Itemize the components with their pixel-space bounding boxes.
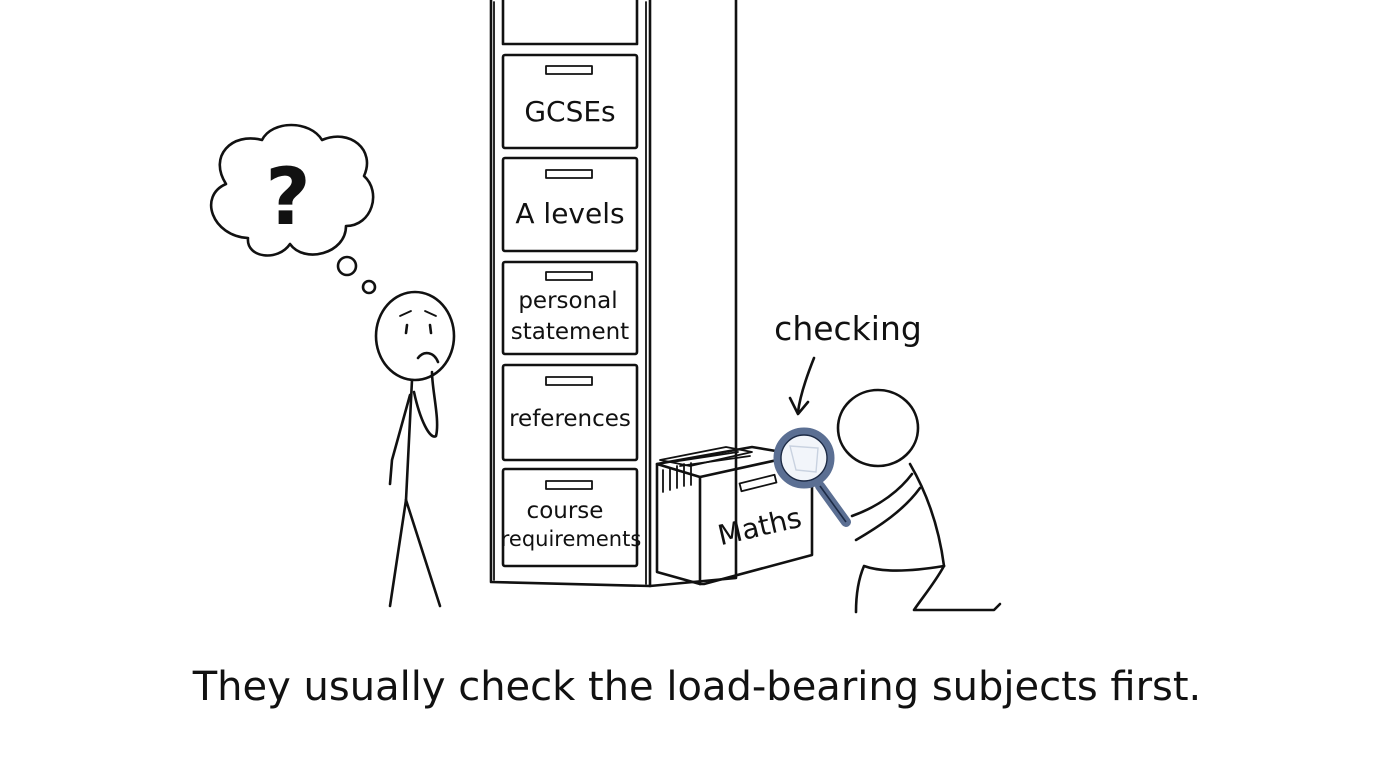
drawer-label-statement: statement [511, 319, 629, 345]
drawer-label-course: course [527, 498, 604, 524]
thought-dot [336, 255, 358, 277]
question-mark-icon: ? [265, 153, 310, 243]
drawer-references: references [501, 363, 639, 462]
drawer-label-references: references [509, 406, 631, 432]
drawer-gcses: GCSEs [501, 53, 639, 150]
drawer-label-a-levels: A levels [515, 197, 624, 230]
drawer-label-gcses: GCSEs [524, 95, 615, 128]
drawer-handle [545, 271, 593, 281]
drawer-a-levels: A levels [501, 156, 639, 253]
drawer-top-partial [501, 0, 639, 46]
worried-stick-figure [374, 290, 456, 608]
thought-dot [361, 279, 377, 295]
drawer-handle [545, 480, 593, 490]
caption: They usually check the load-bearing subj… [192, 664, 1202, 710]
drawer-handle [545, 169, 593, 179]
kneeling-stick-figure [836, 388, 1002, 614]
drawer-handle [545, 376, 593, 386]
thought-bubble: ? [209, 123, 377, 295]
drawer-personal-statement: personal statement [501, 260, 639, 356]
drawer-handle [545, 65, 593, 75]
curved-arrow-icon [788, 356, 816, 416]
drawer-handle [738, 473, 778, 493]
drawer-label-requirements: requirements [501, 527, 642, 551]
magnifying-glass-icon [773, 427, 851, 527]
drawer-label-personal: personal [518, 288, 617, 314]
drawer-course-requirements: course requirements [501, 467, 642, 568]
annotation-checking: checking [774, 309, 922, 348]
drawer-label-maths: Maths [715, 501, 805, 552]
filing-cabinet: GCSEs A levels personal statement refere… [489, 0, 738, 588]
